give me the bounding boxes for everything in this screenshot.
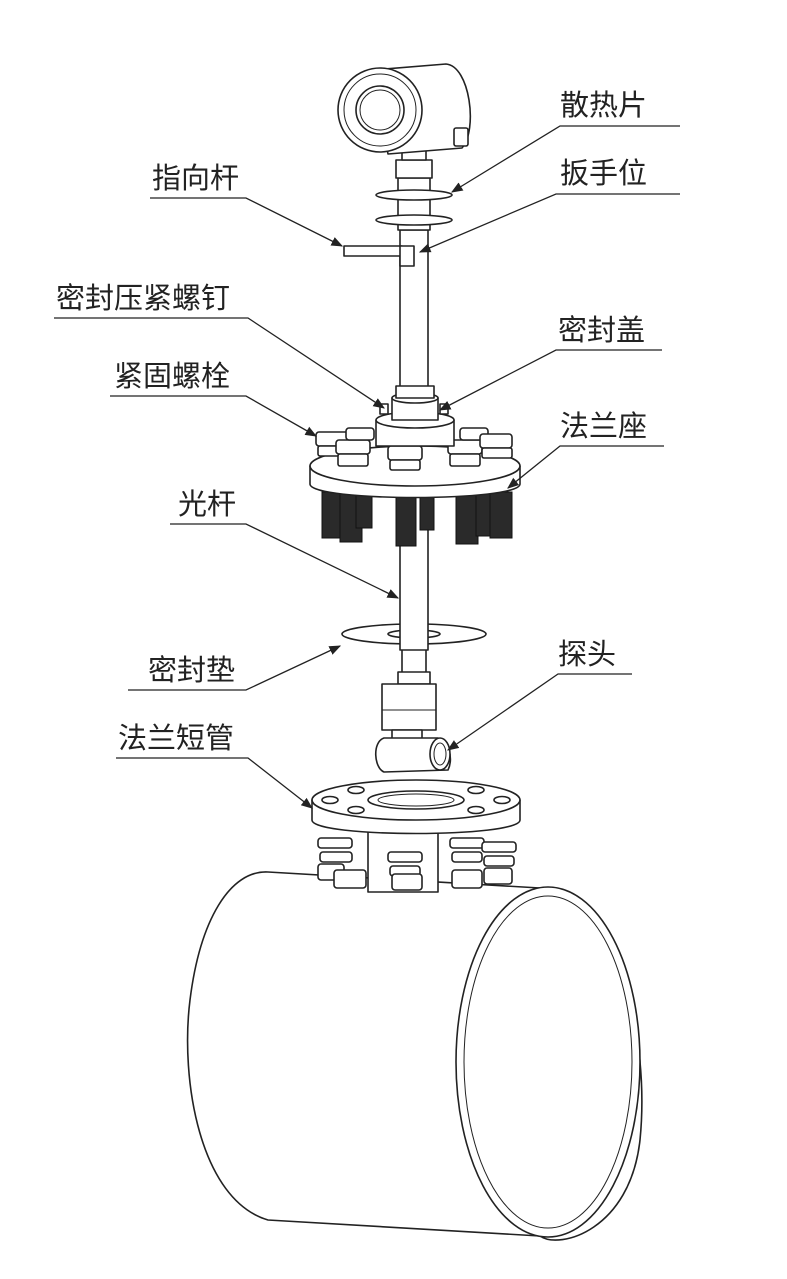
label-pointer-rod: 指向杆 <box>152 161 239 195</box>
label-polished-rod: 光杆 <box>178 487 236 521</box>
label-seal-cover: 密封盖 <box>558 313 645 347</box>
probe-assembly <box>374 644 452 773</box>
label-flange-seat: 法兰座 <box>560 409 647 443</box>
leader-flange-seat <box>507 445 664 489</box>
heat-sink <box>375 147 453 231</box>
labels: 散热片 扳手位 指向杆 密封压紧螺钉 密封盖 紧固螺栓 法兰座 光杆 密封垫 探… <box>56 88 647 755</box>
seal-cover <box>375 385 455 447</box>
leader-polished-rod <box>170 523 400 599</box>
pointer-rod <box>343 245 415 267</box>
fastening-bolts <box>315 427 513 471</box>
label-seal-gasket: 密封垫 <box>148 653 235 687</box>
flange-seat <box>309 385 521 547</box>
leader-probe <box>447 673 632 751</box>
label-wrench-position: 扳手位 <box>560 156 647 190</box>
leader-fastening-bolt <box>110 395 318 437</box>
leader-seal-gasket <box>128 645 342 691</box>
label-seal-press-screw: 密封压紧螺钉 <box>56 281 230 315</box>
leader-flange-short-pipe <box>116 757 313 809</box>
leader-seal-press-screw <box>54 317 385 409</box>
flange-short-pipe <box>311 779 521 893</box>
label-flange-short-pipe: 法兰短管 <box>118 721 234 755</box>
leader-wrench-position <box>418 193 680 253</box>
leader-pointer-rod <box>150 197 344 247</box>
label-probe: 探头 <box>558 637 616 671</box>
leader-lines <box>54 125 680 809</box>
pipe <box>186 871 643 1241</box>
leader-heat-sink <box>451 125 680 193</box>
label-heat-sink: 散热片 <box>560 88 647 122</box>
leader-seal-cover <box>438 349 662 411</box>
bottom-flange-bolts <box>317 837 517 891</box>
transmitter-head <box>337 63 472 155</box>
label-fastening-bolt: 紧固螺栓 <box>114 359 230 393</box>
